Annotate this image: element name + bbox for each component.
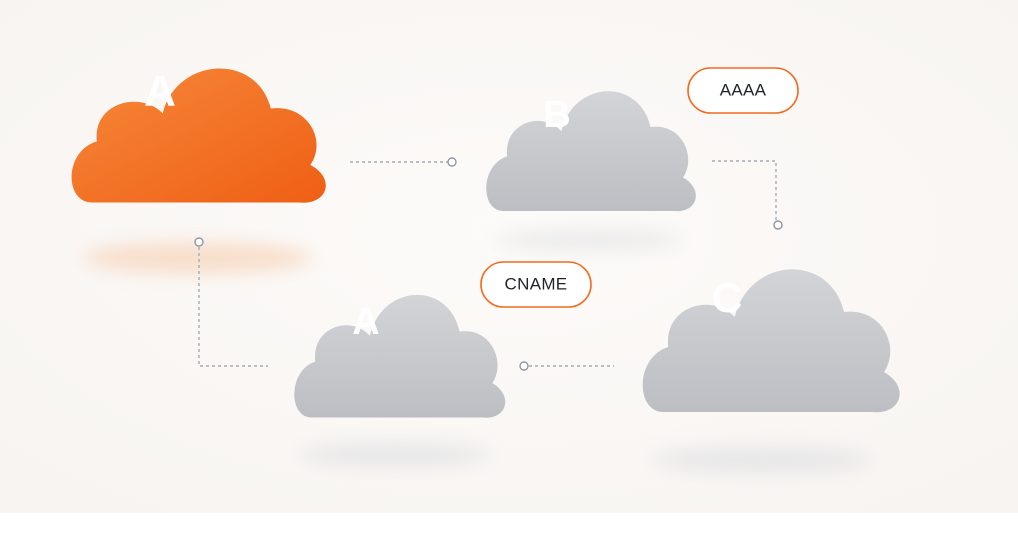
cloud-b-shadow (493, 230, 683, 250)
cloud-primary: A (71, 67, 326, 203)
tag-aaaa-label: AAAA (720, 80, 767, 99)
connector-b-to-c (712, 160, 783, 230)
cloud-a-label: A (352, 301, 379, 343)
tag-aaaa-pill (687, 67, 799, 114)
tag-cname-pill (480, 261, 592, 308)
cloud-b: B (486, 91, 696, 212)
tag-cname: CNAME (480, 261, 592, 308)
tag-cname-label: CNAME (505, 274, 568, 293)
cloud-primary-label: A (144, 67, 176, 116)
cloud-c-label: C (712, 274, 742, 321)
connector-primary-to-a (194, 237, 268, 367)
cloud-c-shadow (652, 447, 872, 473)
cloud-c: C (642, 269, 900, 413)
cloud-b-label: B (543, 94, 570, 136)
primary-cloud-shadow (83, 242, 313, 274)
tag-aaaa: AAAA (687, 67, 799, 114)
cloud-a: A (294, 294, 506, 418)
cloud-a-shadow (300, 443, 490, 467)
connector-primary-to-b (350, 157, 457, 167)
connector-a-to-c (519, 361, 614, 371)
